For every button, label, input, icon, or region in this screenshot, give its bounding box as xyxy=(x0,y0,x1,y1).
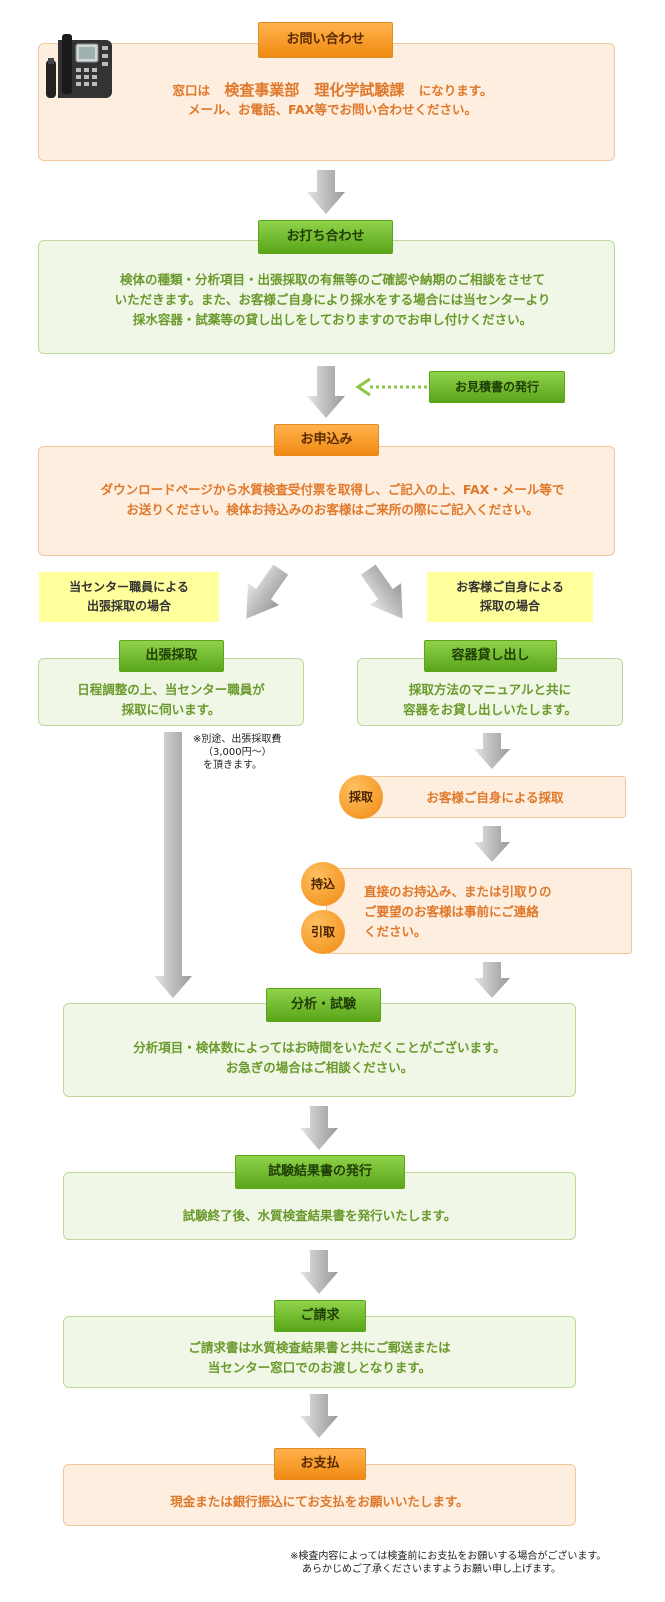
delivery-line1: 直接のお持込み、または引取りの xyxy=(364,884,552,899)
arrow-down-8 xyxy=(300,1394,338,1438)
analysis-label: 分析・試験 xyxy=(266,988,381,1022)
billing-line1: ご請求書は水質検査結果書と共にご郵送または xyxy=(188,1340,451,1355)
arrow-down-5 xyxy=(474,962,510,998)
inquiry-label: お問い合わせ xyxy=(258,22,393,58)
self-sampling-box xyxy=(364,776,626,818)
meeting-line3: 採水容器・試薬等の貸し出しをしておりますのでお申し付けください。 xyxy=(132,312,533,327)
branch-left-note: 当センター職員による 出張採取の場合 xyxy=(39,572,219,622)
arrow-down-7 xyxy=(300,1250,338,1294)
arrow-down-2 xyxy=(307,366,345,418)
container-rental-label: 容器貸し出し xyxy=(424,640,557,672)
payment-line1: 現金または銀行振込にてお支払をお願いいたします。 xyxy=(170,1494,469,1509)
delivery-line3: ください。 xyxy=(364,924,427,939)
arrow-down-long xyxy=(154,732,192,998)
branch-right-note: お客様ご自身による 採取の場合 xyxy=(427,572,593,622)
container-rental-line1: 採取方法のマニュアルと共に xyxy=(408,682,572,697)
analysis-line2: お急ぎの場合はご相談ください。 xyxy=(225,1060,414,1075)
inquiry-line1: 窓口は 検査事業部 理化学試験課 になります。 xyxy=(172,81,493,99)
analysis-line1: 分析項目・検体数によってはお時間をいただくことがございます。 xyxy=(133,1040,506,1055)
field-sampling-fee-note: ※別途、出張採取費 （3,000円〜） を頂きます。 xyxy=(193,734,282,771)
application-label: お申込み xyxy=(274,424,379,456)
phone-icon xyxy=(46,34,112,98)
delivery-box xyxy=(326,868,632,954)
report-line1: 試験終了後、水質検査結果書を発行いたします。 xyxy=(182,1208,457,1223)
payment-label: お支払 xyxy=(274,1448,366,1480)
billing-line2: 当センター窓口でのお渡しとなります。 xyxy=(207,1360,432,1375)
arrow-down-4 xyxy=(474,826,510,862)
meeting-line2: いただきます。また、お客様ご自身により採水をする場合には当センターより xyxy=(114,292,551,307)
self-sampling-badge: 採取 xyxy=(339,775,383,819)
estimate-label: お見積書の発行 xyxy=(429,371,565,403)
inquiry-box xyxy=(38,43,615,161)
self-sampling-text: お客様ご自身による採取 xyxy=(426,790,564,805)
field-sampling-line1: 日程調整の上、当センター職員が xyxy=(77,682,265,697)
estimate-dotted-arrow xyxy=(355,377,428,397)
arrow-diag-right xyxy=(360,564,403,619)
application-line2: お送りください。検体お持込みのお客様はご来所の際にご記入ください。 xyxy=(126,502,539,517)
container-rental-line2: 容器をお貸し出しいたします。 xyxy=(403,702,577,717)
delivery-line2: ご要望のお客様は事前にご連絡 xyxy=(364,904,539,919)
pickup-badge: 引取 xyxy=(301,910,345,954)
report-label: 試験結果書の発行 xyxy=(235,1155,405,1189)
footnote: ※検査内容によっては検査前にお支払をお願いする場合がございます。 あらかじめご了… xyxy=(290,1551,607,1575)
inquiry-department: 検査事業部 理化学試験課 xyxy=(224,81,405,99)
arrow-down-6 xyxy=(300,1106,338,1150)
field-sampling-label: 出張採取 xyxy=(119,640,224,672)
field-sampling-line2: 採取に伺います。 xyxy=(121,702,221,717)
arrow-diag-left xyxy=(246,564,289,619)
application-line1: ダウンロードページから水質検査受付票を取得し、ご記入の上、FAX・メール等で xyxy=(100,482,565,497)
inquiry-line2: メール、お電話、FAX等でお問い合わせください。 xyxy=(188,102,477,117)
meeting-label: お打ち合わせ xyxy=(258,220,393,254)
arrow-down-1 xyxy=(307,170,345,214)
billing-label: ご請求 xyxy=(274,1300,366,1332)
bring-in-badge: 持込 xyxy=(301,862,345,906)
arrow-down-3 xyxy=(474,733,510,769)
meeting-line1: 検体の種類・分析項目・出張採取の有無等のご確認や納期のご相談をさせて xyxy=(119,272,545,287)
